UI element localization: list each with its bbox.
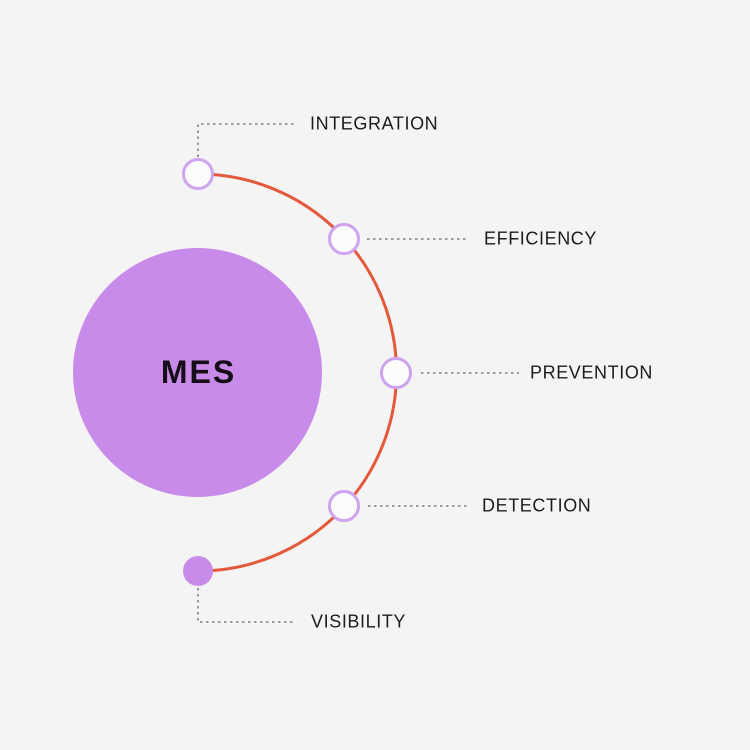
node-circle-visibility	[183, 556, 213, 586]
node-label-efficiency: EFFICIENCY	[484, 228, 598, 249]
node-label-detection: DETECTION	[482, 495, 592, 516]
connector-integration	[197, 123, 297, 157]
center-circle: MES	[73, 248, 322, 497]
connector-visibility	[197, 588, 296, 623]
node-label-prevention: PREVENTION	[530, 362, 654, 383]
node-circle-integration	[182, 158, 214, 190]
node-label-integration: INTEGRATION	[310, 113, 439, 134]
node-circle-detection	[328, 490, 360, 522]
node-circle-efficiency	[328, 223, 360, 255]
center-circle-label: MES	[160, 354, 237, 390]
node-circle-prevention	[380, 357, 412, 389]
node-label-visibility: VISIBILITY	[311, 611, 407, 632]
